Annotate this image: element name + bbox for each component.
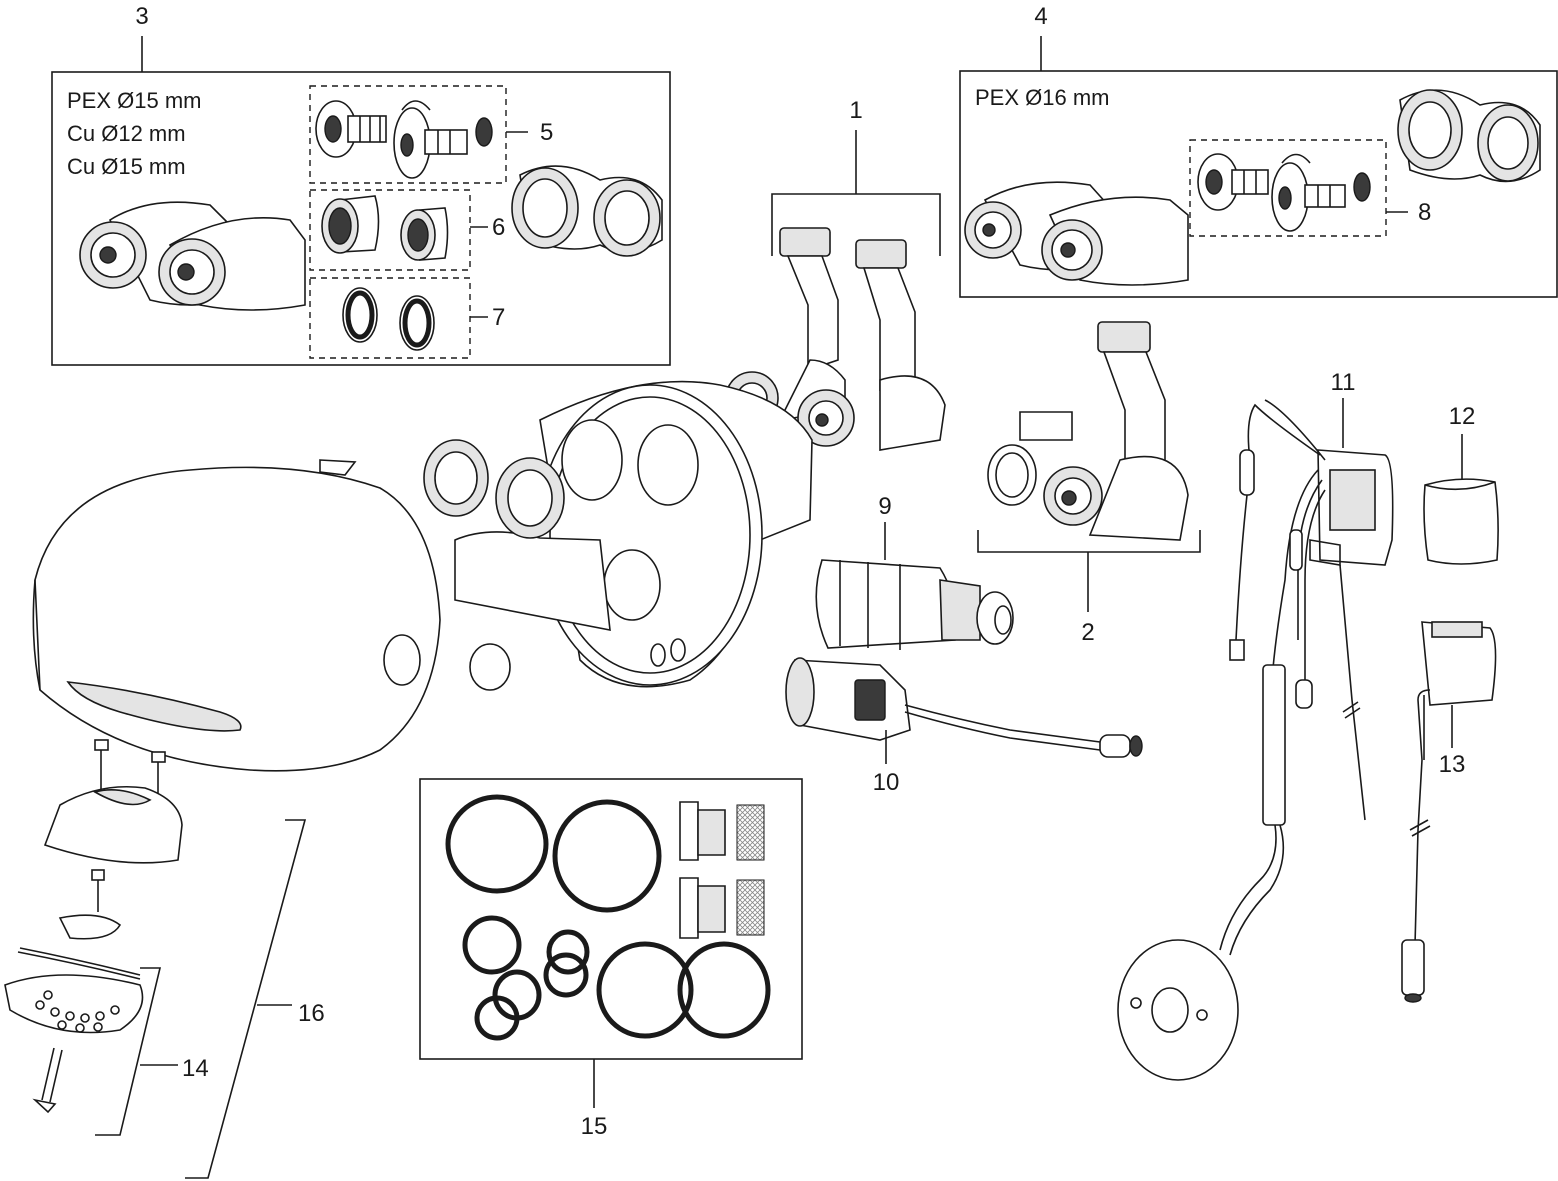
part-group-12: 12 (1423, 403, 1499, 565)
kit-box-4 (959, 70, 1558, 298)
part-group-3: 3 PEX Ø15 mm Cu Ø12 mm Cu Ø15 mm (51, 3, 671, 366)
callout-1: 1 (849, 97, 862, 124)
callout-15: 15 (581, 1113, 608, 1140)
callout-16: 16 (298, 1000, 325, 1027)
valve-body-icon (423, 380, 813, 688)
elbow-connector-2-icon (987, 321, 1189, 541)
part-group-13: 13 (1401, 621, 1497, 1003)
callout-7: 7 (492, 304, 505, 331)
part-group-16: 14 16 (4, 739, 325, 1179)
solenoid-valve-icon (785, 657, 1143, 758)
insert-fitting-5-icon (315, 100, 493, 179)
thermostatic-cartridge-icon (815, 559, 1014, 650)
callout-13: 13 (1439, 751, 1466, 778)
callout-3: 3 (135, 3, 148, 30)
part-group-15: 15 (419, 778, 803, 1140)
callout-8: 8 (1418, 199, 1431, 226)
callout-11: 11 (1331, 369, 1356, 396)
callout-2: 2 (1081, 619, 1094, 646)
pex-15-label: PEX Ø15 mm (67, 88, 201, 113)
part-group-11: 11 (1117, 369, 1394, 1081)
kit-box-15 (419, 778, 803, 1060)
elbow-connector-pair-icon (725, 227, 946, 451)
callout-6: 6 (492, 214, 505, 241)
strainer-filter-set-icon (679, 801, 765, 939)
union-nut-pair-icon (511, 165, 663, 257)
callout-4: 4 (1034, 3, 1047, 30)
part-group-2: 2 (977, 321, 1201, 646)
part-group-10: 10 (785, 657, 1143, 796)
electronic-module-icon (1117, 399, 1394, 1081)
cu-12-label: Cu Ø12 mm (67, 121, 186, 146)
valve-cover-icon (32, 459, 511, 772)
sensor-connector-icon (1401, 621, 1497, 1003)
cu-15-label: Cu Ø15 mm (67, 154, 186, 179)
pex-16-label: PEX Ø16 mm (975, 85, 1109, 110)
callout-9: 9 (878, 493, 891, 520)
insert-fitting-8-icon (1197, 153, 1371, 232)
compression-fitting-pair-16-icon (964, 181, 1189, 286)
olive-ring-7-icon (342, 287, 435, 351)
callout-10: 10 (873, 769, 900, 796)
battery-icon (1423, 478, 1499, 565)
callout-5: 5 (540, 119, 553, 146)
handle-assembly-icon (4, 739, 183, 1114)
part-group-1: 1 (725, 97, 946, 451)
part-group-9: 9 (815, 493, 1014, 650)
support-sleeve-6-icon (321, 195, 449, 261)
compression-fitting-pair-icon (79, 201, 306, 311)
kit-box-3 (51, 71, 671, 366)
callout-14: 14 (182, 1055, 209, 1082)
part-group-4: 4 PEX Ø16 mm 8 (959, 3, 1558, 298)
o-ring-set-icon (445, 794, 771, 1041)
union-nut-pair-16-icon (1397, 89, 1541, 183)
callout-12: 12 (1449, 403, 1476, 430)
spray-holes-icon (35, 990, 120, 1033)
